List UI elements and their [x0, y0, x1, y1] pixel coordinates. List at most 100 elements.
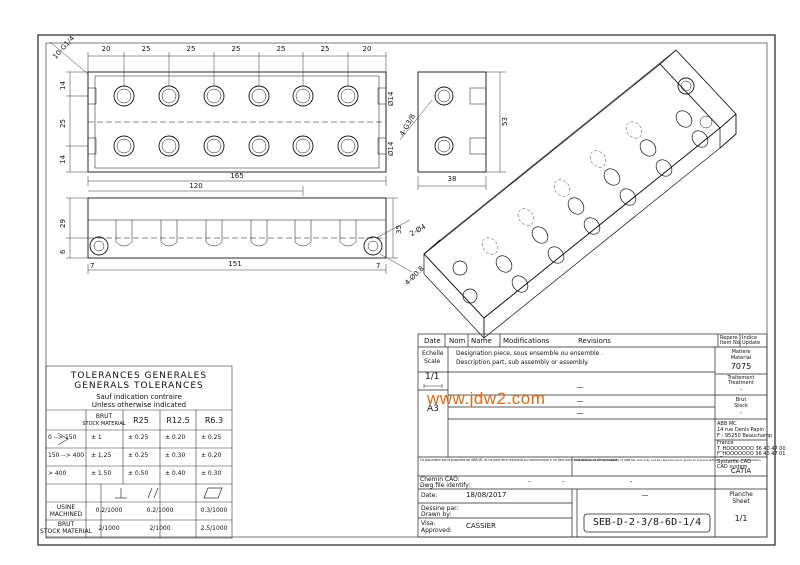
tb-dwg-file: Dwg file identify: — [420, 482, 471, 489]
dia-callout-1: Ø14 — [387, 91, 395, 106]
tol-col-r25: R25 — [133, 416, 149, 425]
tb-tel: T_HOOOOOOO 36 40 47 00 — [717, 446, 786, 452]
rev-col-revisions: Revisions — [578, 337, 611, 345]
tb-format: A3 — [427, 404, 439, 414]
geo-brut-2: 2/1000 — [149, 525, 171, 532]
geo-brut-1: 2/1000 — [98, 525, 120, 532]
tol-brut-label: BRUT — [57, 521, 75, 528]
dim-top-3: 25 — [186, 45, 196, 53]
tb-brut: Brut — [735, 397, 747, 403]
dim-top-2: 25 — [141, 45, 151, 53]
tb-matiere: Matiere — [731, 349, 751, 355]
tb-chemin-dash-3: - — [630, 478, 633, 486]
tol-brut-3: ± 1.50 — [91, 470, 112, 477]
tol-sub-fr: Sauf indication contraire — [96, 393, 182, 401]
tol-r25-2: ± 0.25 — [128, 452, 149, 459]
tol-range-3: > 400 — [48, 470, 67, 477]
top-holes — [113, 85, 359, 157]
rev-col-indice: Indice — [742, 335, 758, 341]
tb-traitement: Traitement — [727, 375, 755, 381]
dim-front-height-1: 29 — [59, 219, 67, 228]
geo-brut-3: 2.5/1000 — [200, 525, 228, 532]
tb-address-2: F - 95250 Beauchamp — [717, 433, 773, 439]
tb-date-label: Date: — [421, 492, 438, 499]
tb-designation-fr: Designation piece, sous ensemble ou ense… — [456, 350, 604, 357]
tb-dash-2: — — [576, 397, 584, 405]
tb-chemin-dash-2: - — [562, 478, 565, 486]
tol-sub-en: Unless otherwise indicated — [91, 401, 187, 409]
tb-address-1: 14 rue Denis Papin — [717, 427, 765, 433]
tol-title-fr: TOLERANCES GENERALES — [70, 371, 208, 381]
rev-col-repere-sub: Item No. — [720, 340, 742, 346]
tol-usine: USINE — [56, 504, 76, 511]
tb-chemin: Chemin CAO: — [420, 476, 460, 483]
dim-top-5: 25 — [276, 45, 286, 53]
tol-r25-1: ± 0.25 — [128, 434, 149, 441]
dim-front-height-2: 6 — [59, 249, 67, 254]
dim-end-left: 7 — [90, 262, 95, 270]
tol-col-r63: R6.3 — [204, 416, 224, 425]
rev-col-indice-sub: Update — [742, 340, 761, 346]
tb-treatment-value: - — [739, 386, 743, 393]
top-view — [87, 71, 387, 173]
scale-ruler — [423, 384, 443, 388]
front-dimensions — [66, 197, 413, 274]
watermark: www.jdw2.com — [427, 389, 546, 408]
tb-fax: F_HOOOOOOO 36 40 47 01 — [717, 451, 786, 457]
tol-r125-1: ± 0.20 — [165, 434, 186, 441]
rev-col-date: Date — [424, 337, 441, 345]
tb-treatment: Treatment — [728, 380, 754, 386]
tb-drawn-fr: Dessine par: — [421, 505, 459, 512]
dia-callout-2: Ø14 — [387, 141, 395, 156]
tb-scale-value: 1/1 — [425, 372, 440, 382]
tb-address-3: France — [717, 440, 734, 446]
dim-top-1: 20 — [101, 45, 111, 53]
tol-col-brut-sub: STOCK MATERIAL — [82, 421, 126, 427]
rev-col-name: Name — [471, 337, 492, 345]
dim-left-1: 14 — [59, 81, 67, 90]
tb-designation-en: Description part, sub assembly or assemb… — [456, 359, 589, 366]
sheet-border — [37, 34, 776, 546]
tol-range-1: 0 --> 150 — [48, 434, 77, 441]
dim-left-2: 25 — [59, 119, 67, 128]
tb-sheet: Sheet — [732, 498, 750, 505]
tb-scale: Scale — [424, 358, 441, 365]
rev-col-repere: Repere — [720, 335, 738, 341]
tb-approved-en: Approved: — [421, 527, 452, 534]
isometric-view — [423, 49, 737, 339]
dim-end-right: 7 — [376, 262, 381, 270]
rev-col-modifications: Modifications — [503, 337, 550, 345]
dim-top-7: 20 — [362, 45, 372, 53]
tb-cad-value: CATIA — [730, 467, 752, 475]
dim-top-4: 25 — [231, 45, 241, 53]
tol-col-brut: BRUT — [95, 413, 113, 420]
geo-usine-2: 0.2/1000 — [146, 507, 174, 514]
tb-echelle: Echelle — [422, 350, 444, 357]
tol-brut-2: ± 1.25 — [91, 452, 112, 459]
tb-material-value: 7075 — [730, 362, 752, 371]
dim-end-width: 38 — [447, 175, 457, 183]
tol-brut-sub: STOCK MATERIAL — [40, 528, 92, 535]
geo-usine-1: 0.2/1000 — [95, 507, 123, 514]
tb-stock: Stock — [734, 403, 748, 409]
tol-title-en: GENERALS TOLERANCES — [74, 381, 204, 391]
tb-stock-value: - — [739, 409, 743, 416]
tol-r125-3: ± 0.40 — [165, 470, 186, 477]
top-dimensions — [49, 41, 387, 196]
tb-confidential-fr: Ce document est la propriete de ABB MC e… — [420, 458, 619, 463]
tb-cad-system: Systeme CAO — [717, 459, 752, 465]
tb-chemin-dash-1: - — [528, 478, 531, 486]
tb-drawing-number: SEB-D-2-3/8-6D-1/4 — [592, 517, 702, 528]
tol-r63-2: ± 0.20 — [201, 452, 222, 459]
tb-company: ABB MC — [717, 421, 737, 427]
dim-end-height: 53 — [501, 117, 509, 126]
end-dimensions — [399, 71, 506, 190]
title-block-frame — [417, 333, 768, 538]
dim-side-height: 35 — [395, 225, 403, 234]
end-view — [417, 71, 487, 173]
tol-r125-2: ± 0.30 — [165, 452, 186, 459]
tol-r63-1: ± 0.25 — [201, 434, 222, 441]
tol-col-r125: R12.5 — [166, 416, 190, 425]
dim-left-3: 14 — [59, 155, 67, 164]
